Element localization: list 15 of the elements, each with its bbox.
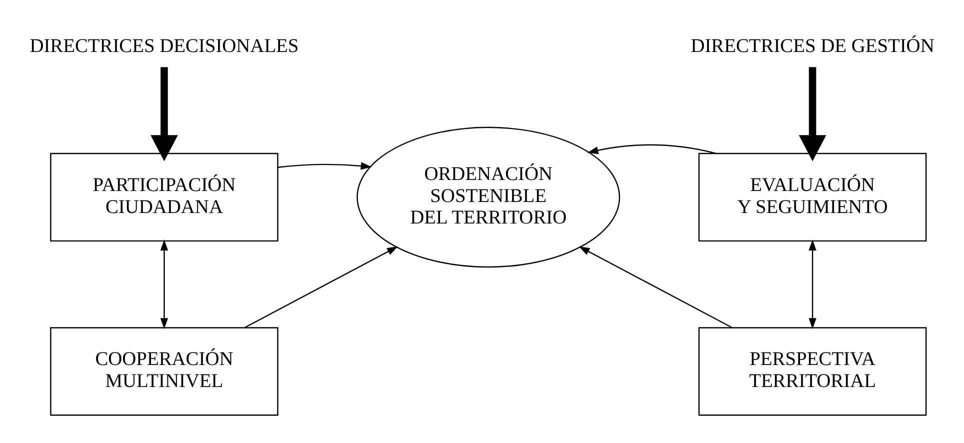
arrow [160, 240, 168, 330]
arrow [278, 162, 372, 170]
node-box: PARTICIPACIÓN CIUDADANA [50, 152, 278, 242]
node-text: DIRECTRICES DECISIONALES [30, 36, 299, 57]
node-ellipse: ORDENACIÓN SOSTENIBLE DEL TERRITORIO [356, 126, 620, 268]
arrow [150, 67, 178, 162]
node-text: DIRECTRICES DE GESTIÓN [690, 36, 934, 57]
node-box: EVALUACIÓN Y SEGUIMIENTO [698, 152, 927, 242]
arrow [587, 144, 716, 154]
arrow [244, 246, 398, 328]
node-box: PERSPECTIVA TERRITORIAL [698, 327, 927, 416]
node-box: COOPERACIÓN MULTINIVEL [50, 327, 278, 416]
arrow [578, 246, 732, 328]
arrow [808, 240, 816, 330]
arrow [798, 67, 826, 162]
